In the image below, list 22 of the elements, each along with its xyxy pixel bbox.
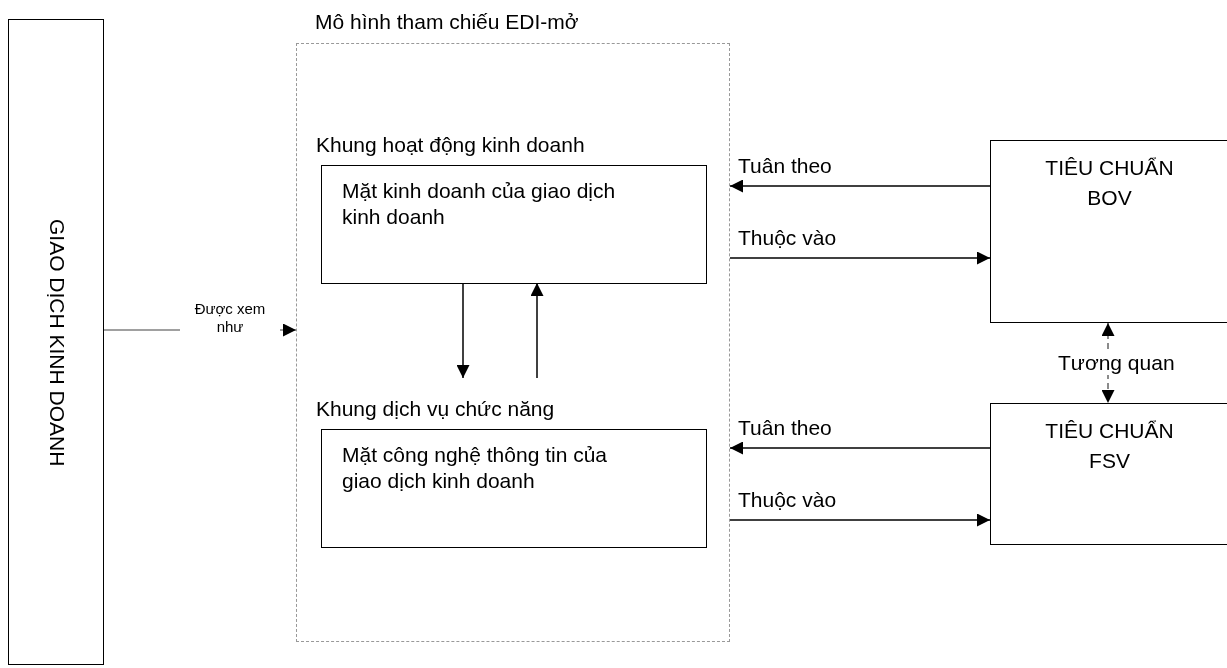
vertical-box [8,19,104,665]
arrow [729,513,991,527]
box-text: Mặt công nghệ thông tin của giao dịch kinh doanh [342,442,609,494]
edge-label: Thuộc vào [738,226,837,250]
frame-heading: Khung dịch vụ chức năng [316,396,555,422]
arrow [530,282,544,379]
edge-label: Tuân theo [738,154,832,178]
standard-box [990,140,1227,323]
box-text: TIÊU CHUẨN FSV [1044,418,1175,474]
arrow [729,179,991,193]
box-text: Mặt kinh doanh của giao dịch kinh doanh [342,178,617,230]
edge-label: Thuộc vào [738,488,837,512]
arrow [729,251,991,265]
box-text: TIÊU CHUẨN BOV [1044,155,1175,211]
arrow [456,282,470,379]
edge-label: Tương quan [1056,351,1177,375]
arrow [729,441,991,455]
vertical-label: GIAO DỊCH KINH DOANH [45,218,70,469]
standard-box [990,403,1227,545]
frame-title: Mô hình tham chiếu EDI-mở [315,9,579,35]
frame-heading: Khung hoạt động kinh doanh [316,132,585,158]
edge-label: Tuân theo [738,416,832,440]
